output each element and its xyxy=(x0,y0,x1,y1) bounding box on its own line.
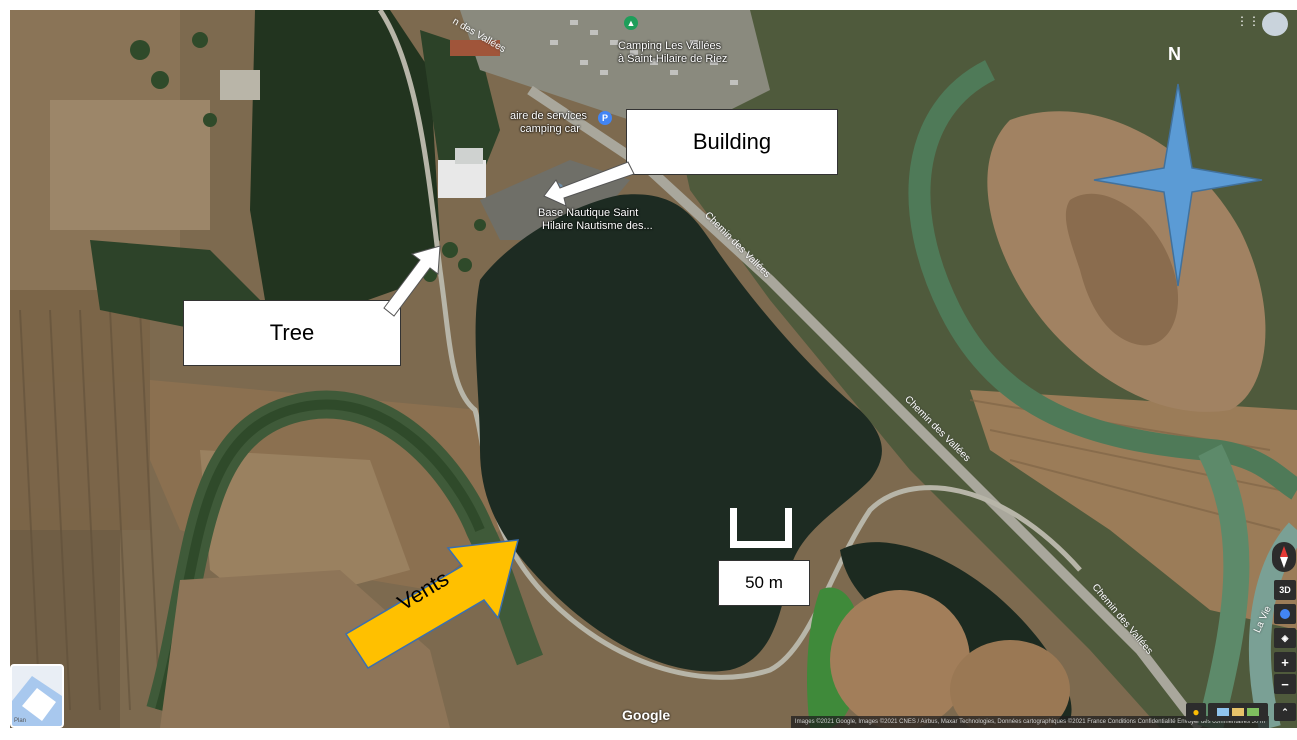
camping-pin-icon[interactable]: ▲ xyxy=(624,16,638,30)
north-arrow-icon xyxy=(1093,83,1263,287)
tilt-3d-button[interactable]: 3D xyxy=(1274,580,1296,600)
base-label-line1[interactable]: Base Nautique Saint xyxy=(538,207,639,219)
thumb-map-icon xyxy=(1217,708,1229,716)
expand-button[interactable]: ⌃ xyxy=(1274,703,1296,721)
globe-icon xyxy=(1280,609,1290,619)
account-avatar[interactable] xyxy=(1262,12,1288,36)
zoom-in-button[interactable]: + xyxy=(1274,652,1296,672)
layer-toggle-label: Plan xyxy=(14,718,27,724)
rotate-icon: ◈ xyxy=(1281,632,1289,643)
aire-label-line1[interactable]: aire de services xyxy=(510,110,588,122)
parking-pin-icon[interactable]: P xyxy=(598,111,612,125)
layer-toggle-button[interactable]: Plan xyxy=(10,664,64,728)
camping-label-line2[interactable]: à Saint-Hilaire de Riez xyxy=(618,53,728,65)
satellite-map[interactable]: ▲ Camping Les Vallées à Saint-Hilaire de… xyxy=(10,10,1297,728)
aire-label-line2[interactable]: camping car xyxy=(520,123,580,135)
tree-arrow-icon xyxy=(383,245,441,317)
scale-label: 50 m xyxy=(718,560,810,606)
rotate-button[interactable]: ◈ xyxy=(1274,628,1296,648)
chevron-up-icon: ⌃ xyxy=(1281,706,1289,717)
pegman-button[interactable]: ● xyxy=(1186,703,1206,721)
map-attribution[interactable]: Images ©2021 Google, Images ©2021 CNES /… xyxy=(790,716,1269,728)
imagery-thumbnails-strip[interactable] xyxy=(1208,703,1268,721)
zoom-out-button[interactable]: − xyxy=(1274,674,1296,694)
north-label: N xyxy=(1168,44,1181,64)
base-label-line2[interactable]: Hilaire Nautisme des... xyxy=(542,220,653,232)
map-layer-thumbnail-icon xyxy=(12,676,62,726)
tree-callout: Tree xyxy=(183,300,401,366)
apps-grid-icon[interactable]: ⋮⋮ xyxy=(1236,14,1260,28)
thumb-terrain-icon xyxy=(1232,708,1244,716)
vents-arrow-icon xyxy=(344,539,519,670)
thumb-satellite-icon xyxy=(1247,708,1259,716)
camping-label-line1[interactable]: Camping Les Vallées xyxy=(618,40,722,52)
compass-control[interactable] xyxy=(1272,542,1296,572)
building-arrow-icon xyxy=(543,161,635,207)
globe-button[interactable] xyxy=(1274,604,1296,624)
google-logo: Google xyxy=(622,707,671,723)
scale-bar xyxy=(730,508,792,548)
pegman-icon: ● xyxy=(1192,705,1200,719)
compass-needle-icon xyxy=(1280,546,1288,568)
building-callout: Building xyxy=(626,109,838,175)
